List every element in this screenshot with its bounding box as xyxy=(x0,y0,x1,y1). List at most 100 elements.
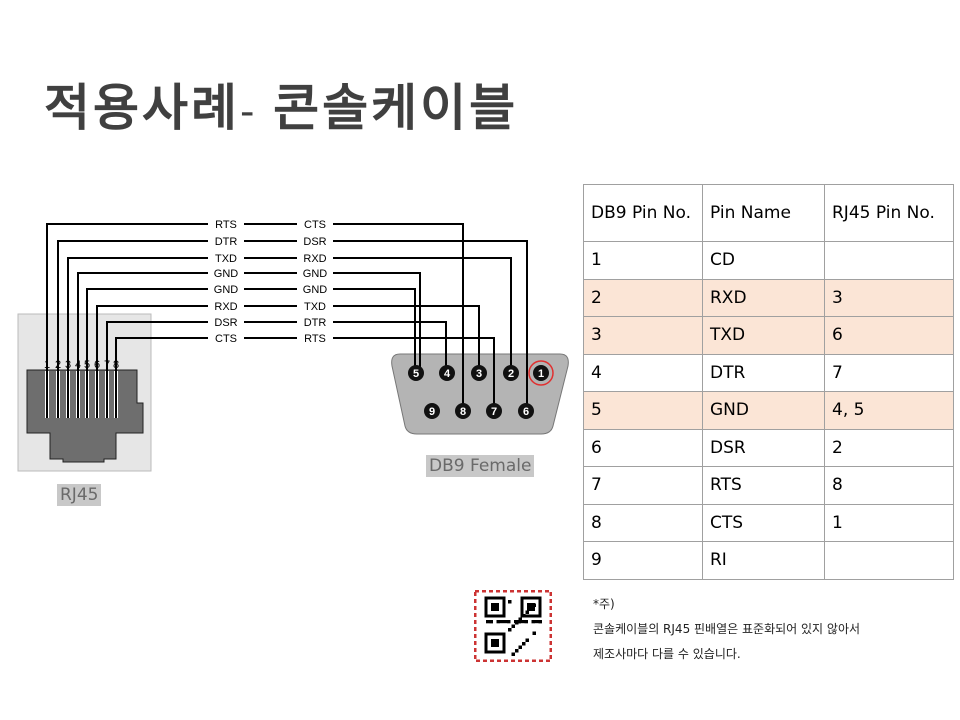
qr-module xyxy=(532,631,536,635)
header-cell: DB9 Pin No. xyxy=(583,184,703,242)
wire xyxy=(333,288,416,373)
table-cell: 7 xyxy=(583,466,703,505)
db9-pin xyxy=(533,365,549,381)
qr-module xyxy=(508,600,512,604)
qr-module xyxy=(538,620,542,624)
qr-module xyxy=(515,649,519,653)
table-cell: DSR xyxy=(702,428,825,467)
qr-module xyxy=(531,620,535,624)
qr-module xyxy=(525,638,529,642)
db9-pin-number: 4 xyxy=(444,368,451,380)
qr-code xyxy=(474,590,552,662)
page-title: 적용사례- 콘솔케이블 xyxy=(44,68,518,140)
db9-pin xyxy=(503,365,519,381)
table-cell: 8 xyxy=(824,466,954,505)
qr-module xyxy=(517,620,521,624)
qr-module xyxy=(503,620,507,624)
qr-module xyxy=(529,607,533,611)
footnote: *주) 콘솔케이블의 RJ45 핀배열은 표준화되어 있지 않아서 제조사마다 … xyxy=(593,592,860,667)
db9-label: DB9 Female xyxy=(426,455,535,477)
db9-pin-number: 2 xyxy=(508,368,514,380)
rj45-signal-label: GND xyxy=(214,284,239,296)
db9-pin-number: 7 xyxy=(491,406,497,418)
table-cell: 4, 5 xyxy=(824,391,954,430)
db9-pin-number: 8 xyxy=(460,406,466,418)
db9-signal-label: CTS xyxy=(304,219,326,231)
wire xyxy=(333,257,512,373)
wire xyxy=(333,223,464,411)
qr-module xyxy=(518,617,522,621)
table-cell: 3 xyxy=(824,278,954,317)
qr-module xyxy=(508,628,512,632)
pin1-highlight xyxy=(528,360,554,386)
db9-pin xyxy=(518,403,534,419)
qr-module xyxy=(507,620,511,624)
table-cell: DTR xyxy=(702,353,825,392)
db9-pin-number: 6 xyxy=(523,406,529,418)
rj45-signal-label: CTS xyxy=(215,333,237,345)
db9-pin xyxy=(439,365,455,381)
wire xyxy=(333,240,528,411)
rj45-signal-label: GND xyxy=(214,268,239,280)
qr-module xyxy=(522,642,526,646)
qr-module xyxy=(524,620,528,624)
db9-pin-number: 5 xyxy=(413,368,419,380)
wire xyxy=(115,337,208,418)
qr-module xyxy=(518,645,522,649)
rj45-signal-label: DTR xyxy=(215,236,238,248)
title-sub: 콘솔케이블 xyxy=(273,79,519,137)
table-cell: CTS xyxy=(702,503,825,542)
table-cell: 2 xyxy=(583,278,703,317)
qr-module xyxy=(522,614,526,618)
db9-signal-label: RTS xyxy=(304,333,326,345)
header-cell: Pin Name xyxy=(702,184,825,242)
db9-pin-number: 1 xyxy=(538,368,544,380)
table-cell: 6 xyxy=(583,428,703,467)
qr-module xyxy=(486,620,490,624)
table-cell: 1 xyxy=(824,503,954,542)
note-head: *주) xyxy=(593,597,615,611)
qr-module xyxy=(500,620,504,624)
qr-module xyxy=(514,620,518,624)
table-cell: 9 xyxy=(583,541,703,580)
rj45-label: RJ45 xyxy=(57,484,102,506)
table-cell: 5 xyxy=(583,391,703,430)
db9-pin xyxy=(455,403,471,419)
wire xyxy=(106,321,208,418)
rj45-signal-label: TXD xyxy=(215,253,237,265)
table-cell: 4 xyxy=(583,353,703,392)
db9-signal-label: RXD xyxy=(303,253,326,265)
table-cell: CD xyxy=(702,241,825,280)
qr-finder xyxy=(484,596,506,618)
table-cell: TXD xyxy=(702,316,825,355)
db9-signal-label: GND xyxy=(303,268,328,280)
wire xyxy=(333,321,447,373)
wire xyxy=(46,223,208,418)
db9-signal-label: DSR xyxy=(303,236,326,248)
qr-finder xyxy=(491,603,499,611)
qr-module xyxy=(489,620,493,624)
title-main: 적용사례 xyxy=(44,79,240,137)
qr-module xyxy=(525,610,529,614)
db9-pin-number: 3 xyxy=(476,368,482,380)
wire xyxy=(333,337,495,411)
qr-module xyxy=(532,603,536,607)
qr-module xyxy=(535,620,539,624)
header-cell: RJ45 Pin No. xyxy=(824,184,954,242)
wire xyxy=(333,272,421,373)
title-dash: - xyxy=(240,89,274,135)
table-cell: GND xyxy=(702,391,825,430)
db9-signal-label: TXD xyxy=(304,301,326,313)
qr-module xyxy=(496,620,500,624)
rj45-signal-label: DSR xyxy=(214,317,237,329)
db9-pin-number: 9 xyxy=(429,406,435,418)
qr-finder xyxy=(484,632,506,654)
db9-pin xyxy=(424,403,440,419)
rj45-signal-label: RXD xyxy=(214,301,237,313)
